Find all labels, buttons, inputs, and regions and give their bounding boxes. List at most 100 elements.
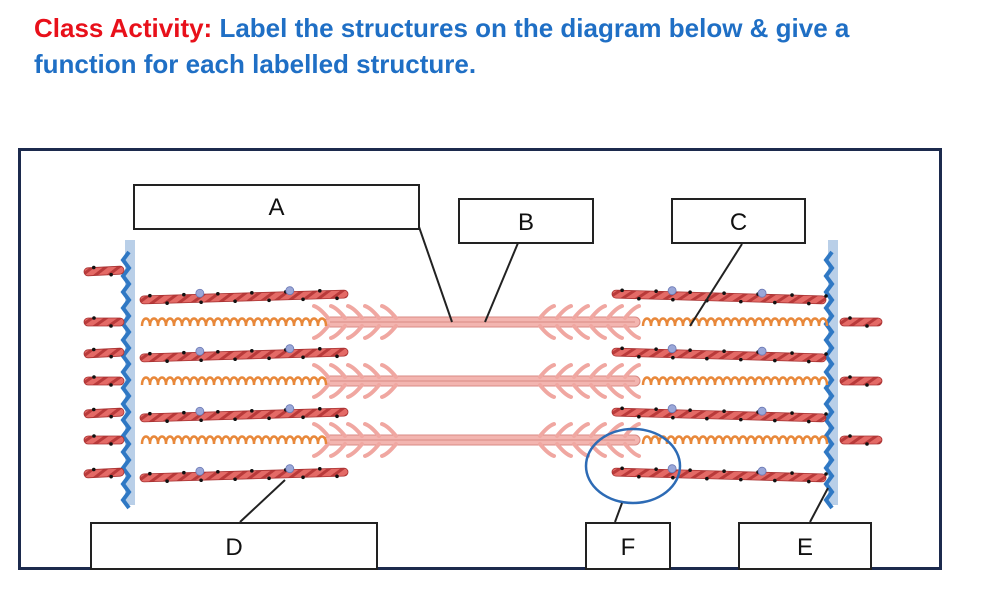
troponin-dot bbox=[335, 354, 339, 359]
actin-filament bbox=[83, 467, 125, 479]
label-box-c[interactable]: C bbox=[671, 198, 806, 244]
troponin-dot bbox=[267, 416, 271, 421]
troponin-dot bbox=[267, 476, 271, 481]
label-a-text: A bbox=[268, 194, 285, 221]
troponin-dot bbox=[199, 478, 203, 483]
troponin-dot bbox=[216, 349, 220, 354]
troponin-dot bbox=[216, 409, 220, 414]
tropomyosin-blob bbox=[667, 464, 677, 474]
myosin-head bbox=[363, 304, 381, 320]
myosin-head bbox=[363, 363, 381, 379]
tropomyosin-blob bbox=[195, 288, 205, 298]
leader-line-b bbox=[484, 242, 519, 323]
label-box-a[interactable]: A bbox=[133, 184, 420, 230]
z-disc-line bbox=[823, 250, 835, 510]
actin-filament bbox=[83, 347, 125, 359]
myosin-head bbox=[589, 383, 607, 399]
tropomyosin-blob bbox=[285, 286, 295, 296]
myosin-head bbox=[329, 422, 347, 438]
label-f-text: F bbox=[620, 534, 636, 561]
myosin-head bbox=[329, 383, 347, 399]
label-box-f[interactable]: F bbox=[585, 522, 671, 570]
troponin-dot bbox=[109, 383, 113, 387]
myosin-head bbox=[363, 422, 381, 438]
actin-strand bbox=[611, 347, 827, 363]
troponin-dot bbox=[250, 290, 254, 295]
actin-strand bbox=[611, 467, 827, 483]
troponin-dot bbox=[654, 289, 658, 294]
actin-strand bbox=[839, 317, 883, 327]
actin-strand bbox=[839, 435, 883, 445]
troponin-dot bbox=[671, 475, 675, 480]
actin-filament bbox=[839, 434, 883, 446]
z-disc-bar bbox=[125, 240, 135, 505]
highlight-circle bbox=[584, 427, 682, 505]
troponin-dot bbox=[92, 375, 96, 379]
troponin-dot bbox=[722, 409, 726, 413]
troponin-dot bbox=[233, 299, 237, 304]
leader-line-c bbox=[689, 243, 743, 327]
troponin-dot bbox=[182, 470, 186, 475]
troponin-dot bbox=[165, 479, 169, 484]
troponin-dot bbox=[807, 479, 811, 484]
leader-line-d bbox=[239, 479, 286, 523]
myosin-head bbox=[380, 324, 398, 340]
titin-filaments bbox=[140, 317, 829, 445]
label-e-text: E bbox=[796, 534, 813, 561]
myosin-head bbox=[606, 442, 624, 458]
troponin-dot bbox=[199, 418, 203, 423]
actin-filament bbox=[139, 286, 349, 306]
label-box-e[interactable]: E bbox=[738, 522, 872, 570]
troponin-dot bbox=[620, 406, 624, 411]
actin-strand bbox=[83, 265, 125, 277]
myosin-head bbox=[589, 304, 607, 320]
myosin-head bbox=[555, 442, 573, 458]
myosin-head bbox=[606, 363, 624, 379]
label-box-d[interactable]: D bbox=[90, 522, 378, 570]
outer-actin-stubs bbox=[83, 265, 883, 479]
myosin-head bbox=[312, 363, 330, 379]
titin-coil bbox=[140, 435, 328, 445]
diagram-frame bbox=[18, 148, 942, 570]
myosin-head bbox=[312, 442, 330, 458]
troponin-dot bbox=[773, 358, 777, 363]
myosin-head bbox=[312, 304, 330, 320]
myosin-head bbox=[346, 304, 364, 320]
troponin-dot bbox=[654, 407, 658, 412]
troponin-dot bbox=[301, 415, 305, 420]
actin-strand bbox=[83, 376, 125, 386]
troponin-dot bbox=[233, 477, 237, 482]
troponin-dot bbox=[865, 442, 869, 446]
myosin-head bbox=[623, 324, 641, 340]
myosin-head bbox=[346, 422, 364, 438]
troponin-dot bbox=[216, 469, 220, 474]
troponin-dot bbox=[722, 291, 726, 295]
label-box-b[interactable]: B bbox=[458, 198, 594, 244]
page-title: Class Activity: Label the structures on … bbox=[34, 10, 954, 82]
troponin-dot bbox=[790, 471, 794, 475]
myosin-head bbox=[346, 363, 364, 379]
troponin-dot bbox=[216, 291, 220, 296]
troponin-dot bbox=[807, 419, 811, 424]
troponin-dot bbox=[865, 324, 869, 328]
myosin-head bbox=[363, 324, 381, 340]
troponin-dot bbox=[92, 434, 96, 438]
tropomyosin-blob bbox=[757, 288, 767, 298]
troponin-dot bbox=[671, 355, 675, 360]
myosin-head bbox=[363, 442, 381, 458]
z-discs bbox=[120, 240, 838, 510]
troponin-dot bbox=[233, 417, 237, 422]
actin-strand bbox=[611, 407, 827, 423]
troponin-dot bbox=[109, 414, 113, 419]
myosin-head bbox=[346, 383, 364, 399]
troponin-dot bbox=[165, 301, 169, 306]
myosin-head bbox=[312, 324, 330, 340]
troponin-dot bbox=[109, 474, 113, 479]
troponin-dot bbox=[301, 475, 305, 480]
troponin-dot bbox=[848, 434, 852, 438]
troponin-dot bbox=[790, 351, 794, 355]
myosin-head bbox=[380, 304, 398, 320]
myosin-head bbox=[572, 304, 590, 320]
myosin-head bbox=[572, 363, 590, 379]
troponin-dot bbox=[318, 407, 322, 411]
